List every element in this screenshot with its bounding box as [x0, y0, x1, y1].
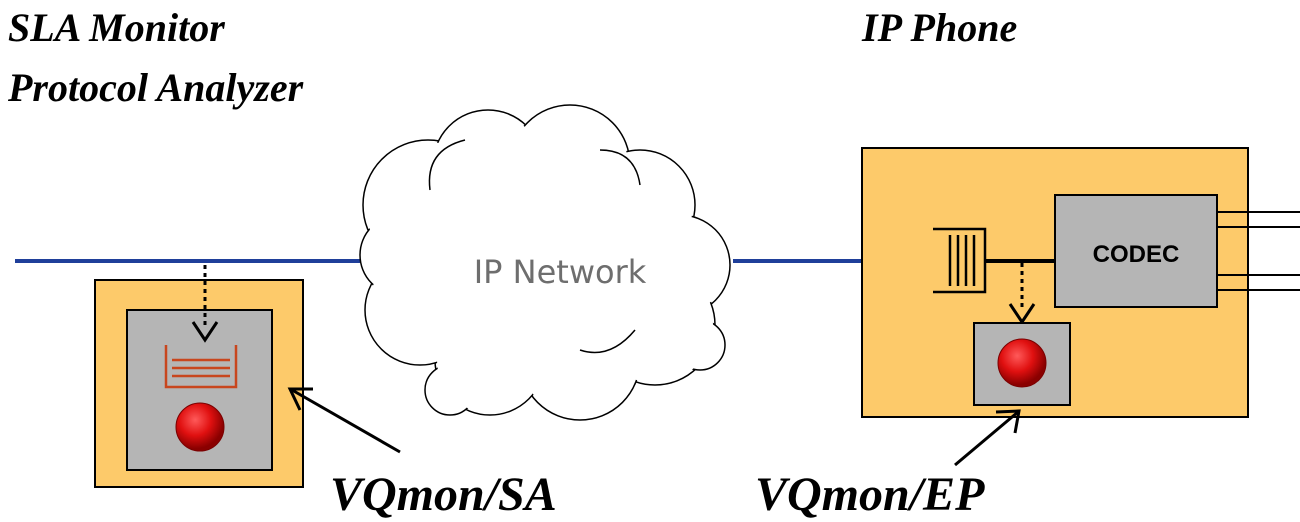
vqmon-ep-dot [997, 338, 1047, 388]
vqmon-ep-label: VQmon/EP [755, 468, 985, 521]
pointer-arrow-ep [954, 409, 1021, 467]
sla-monitor-label: SLA Monitor [8, 5, 225, 50]
codec-label: CODEC [1093, 241, 1180, 268]
codec-box [1054, 194, 1218, 308]
vqmon-sa-dot [175, 402, 225, 452]
sla-monitor-box [94, 265, 304, 488]
buffer-icon [164, 345, 238, 389]
vqmon-sa-label: VQmon/SA [330, 468, 557, 521]
pointer-arrow-sa [287, 387, 401, 454]
ip-phone-box: CODEC [861, 147, 1300, 418]
ip-phone-label: IP Phone [862, 5, 1018, 50]
ip-network-label: IP Network [474, 253, 647, 291]
ip-network-cloud [359, 104, 731, 421]
protocol-analyzer-label: Protocol Analyzer [8, 65, 304, 110]
